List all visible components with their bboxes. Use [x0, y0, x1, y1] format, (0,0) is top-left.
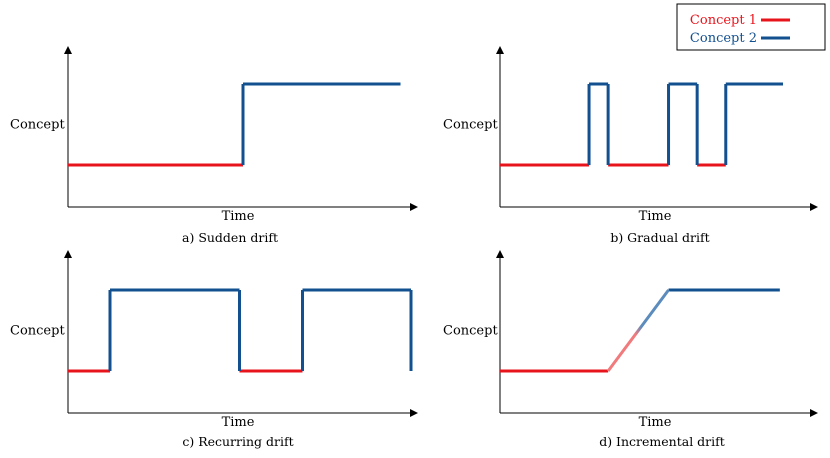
x-axis-arrow-icon — [810, 203, 818, 211]
incremental-ramp — [606, 289, 670, 372]
x-axis-label: Time — [639, 209, 672, 224]
x-axis-arrow-icon — [810, 409, 818, 417]
x-axis-label: Time — [639, 415, 672, 430]
x-axis-label: Time — [222, 415, 255, 430]
panel-caption: b) Gradual drift — [610, 230, 709, 245]
y-axis-arrow-icon — [64, 46, 72, 54]
x-axis-arrow-icon — [410, 203, 418, 211]
y-axis-label: Concept — [10, 118, 65, 133]
y-axis-arrow-icon — [64, 250, 72, 258]
panel-caption: d) Incremental drift — [599, 434, 725, 449]
y-axis-label: Concept — [443, 324, 498, 339]
legend-concept1-label: Concept 1 — [690, 13, 757, 28]
y-axis-arrow-icon — [496, 46, 504, 54]
panel-caption: a) Sudden drift — [182, 230, 278, 245]
y-axis-arrow-icon — [496, 250, 504, 258]
legend: Concept 1 Concept 2 — [676, 3, 826, 51]
legend-concept2-label: Concept 2 — [690, 31, 757, 46]
legend-box — [676, 3, 826, 51]
y-axis-label: Concept — [443, 118, 498, 133]
x-axis-arrow-icon — [410, 409, 418, 417]
y-axis-label: Concept — [10, 324, 65, 339]
panel-caption: c) Recurring drift — [182, 434, 293, 449]
x-axis-label: Time — [222, 209, 255, 224]
